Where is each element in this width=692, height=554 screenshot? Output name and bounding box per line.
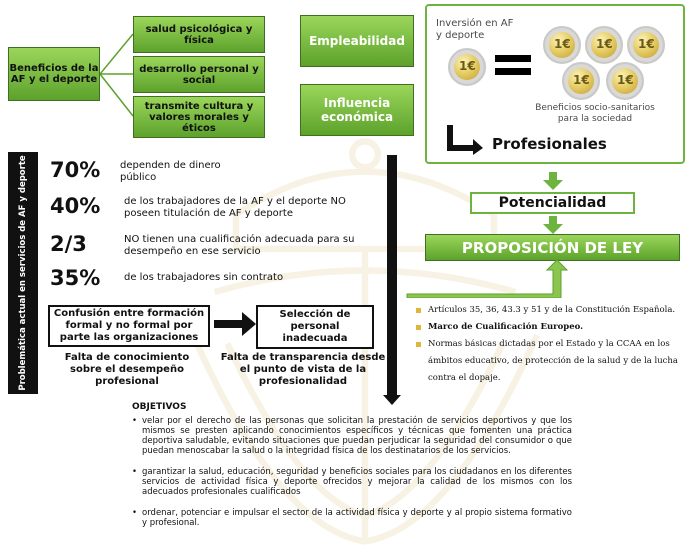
objective-item: garantizar la salud, educación, segurida… xyxy=(132,467,572,497)
down-arrow-icon xyxy=(543,172,563,190)
right-arrow-icon xyxy=(214,312,256,336)
professionals-label: Profesionales xyxy=(492,135,607,153)
selection-box: Selección de personal inadecuada xyxy=(256,305,374,349)
euro-coin-icon: 1€ xyxy=(585,26,623,64)
stat-value: 40% xyxy=(50,194,101,218)
stat-description: NO tienen una cualificación adecuada par… xyxy=(124,234,355,257)
stat-value: 35% xyxy=(50,266,101,290)
sidebar-title: Problemática actual en servicios de AF y… xyxy=(18,155,28,391)
equals-icon xyxy=(495,55,531,77)
stat-description: dependen de dinero público xyxy=(120,160,221,183)
benefits-box: Beneficios de la AF y el deporte xyxy=(8,47,100,101)
euro-coin-icon: 1€ xyxy=(562,62,600,100)
confusion-box: Confusión entre formación formal y no fo… xyxy=(48,305,210,347)
benefit-health: salud psicológica y física xyxy=(133,16,265,53)
legal-item: Marco de Cualificación Europeo. xyxy=(412,319,692,336)
benefit-development: desarrollo personal y social xyxy=(133,56,265,93)
employability-box: Empleabilidad xyxy=(300,15,414,67)
objectives-title: OBJETIVOS xyxy=(132,402,187,412)
euro-coin-icon: 1€ xyxy=(543,26,581,64)
legal-list: Artículos 35, 36, 43.3 y 51 y de la Cons… xyxy=(412,302,692,387)
stat-description: de los trabajadores sin contrato xyxy=(124,272,284,283)
objectives-section: OBJETIVOS velar por el derecho de las pe… xyxy=(132,402,572,539)
benefits-title: Beneficios de la AF y el deporte xyxy=(9,63,99,85)
transparency-caption: Falta de transparencia desde el punto de… xyxy=(220,352,386,387)
euro-coin-icon: 1€ xyxy=(627,26,665,64)
potential-box: Potencialidad xyxy=(470,192,635,214)
problem-sidebar: Problemática actual en servicios de AF y… xyxy=(8,152,38,394)
divider-arrow-icon xyxy=(383,395,401,405)
stat-value: 2/3 xyxy=(50,232,87,256)
knowledge-gap-caption: Falta de conocimiento sobre el desempeño… xyxy=(64,352,190,387)
social-benefits-label: Beneficios socio-sanitarios para la soci… xyxy=(535,103,655,124)
benefits-connectors xyxy=(100,33,134,117)
economic-influence-box: Influencia económica xyxy=(300,84,414,136)
euro-coin-icon: 1€ xyxy=(448,48,486,86)
stat-description: de los trabajadores de la AF y el deport… xyxy=(124,196,346,219)
legal-item: Artículos 35, 36, 43.3 y 51 y de la Cons… xyxy=(412,302,692,319)
down-arrow-icon xyxy=(543,216,563,234)
vertical-divider xyxy=(387,155,397,395)
objective-item: ordenar, potenciar e impulsar el sector … xyxy=(132,508,572,528)
feedback-arrow-icon xyxy=(406,259,569,298)
stat-value: 70% xyxy=(50,158,101,182)
law-proposal-box: PROPOSICIÓN DE LEY xyxy=(425,234,680,261)
objective-item: velar por el derecho de las personas que… xyxy=(132,416,572,456)
euro-coin-icon: 1€ xyxy=(606,62,644,100)
corner-arrow-icon xyxy=(447,125,483,155)
legal-item: Normas básicas dictadas por el Estado y … xyxy=(412,336,692,387)
investment-label: Inversión en AF y deporte xyxy=(436,18,514,41)
benefit-culture: transmite cultura y valores morales y ét… xyxy=(133,96,265,138)
